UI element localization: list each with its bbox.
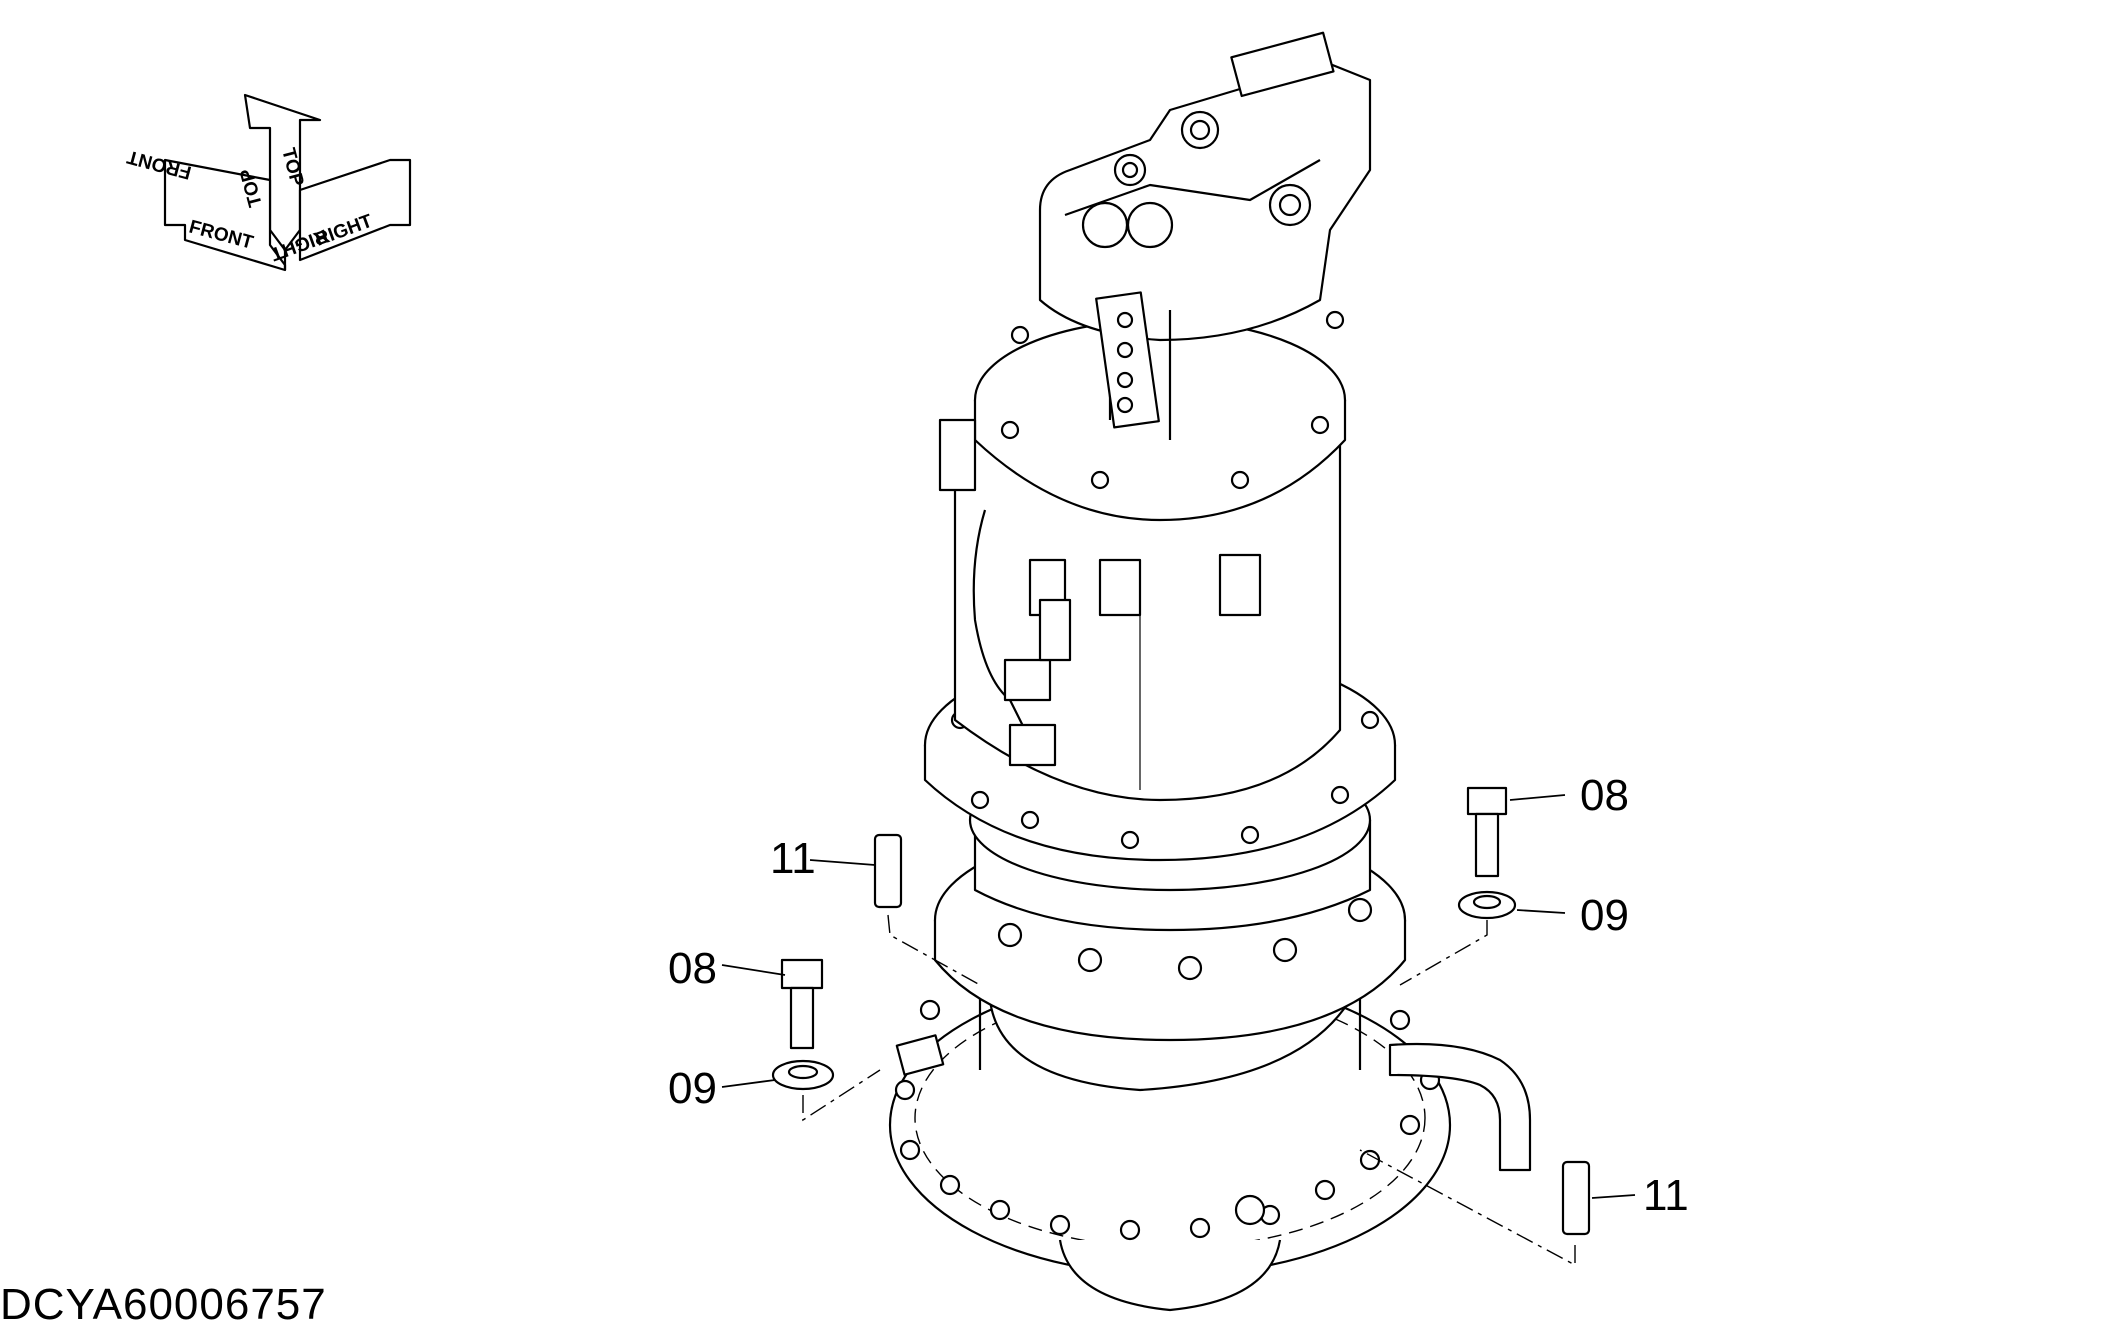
bolt-08-left [780, 958, 824, 1050]
orientation-indicator: FRONT FRONT TOP TOP RIGHT RIGHT [125, 93, 412, 272]
pin-11-left [873, 833, 903, 909]
orientation-front-label-mirror: FRONT [125, 146, 194, 183]
washer-09-right [1457, 890, 1517, 920]
leader-lines [721, 794, 1636, 1199]
callout-08-right: 08 [1580, 771, 1629, 820]
pin-11-right [1561, 1160, 1591, 1236]
callout-09-left: 09 [668, 1064, 717, 1113]
washer-09-left [771, 1059, 835, 1091]
right-arrow-icon [298, 158, 412, 262]
alignment-lines [802, 914, 1576, 1267]
callout-09-right: 09 [1580, 891, 1629, 940]
callout-11-left: 11 [770, 834, 816, 883]
callout-08-left: 08 [668, 944, 717, 993]
bolt-08-right [1466, 786, 1508, 878]
drawing-id: DCYA60006757 [0, 1280, 327, 1329]
swing-motor-assembly [888, 31, 1532, 1312]
callout-11-right: 11 [1643, 1171, 1689, 1220]
